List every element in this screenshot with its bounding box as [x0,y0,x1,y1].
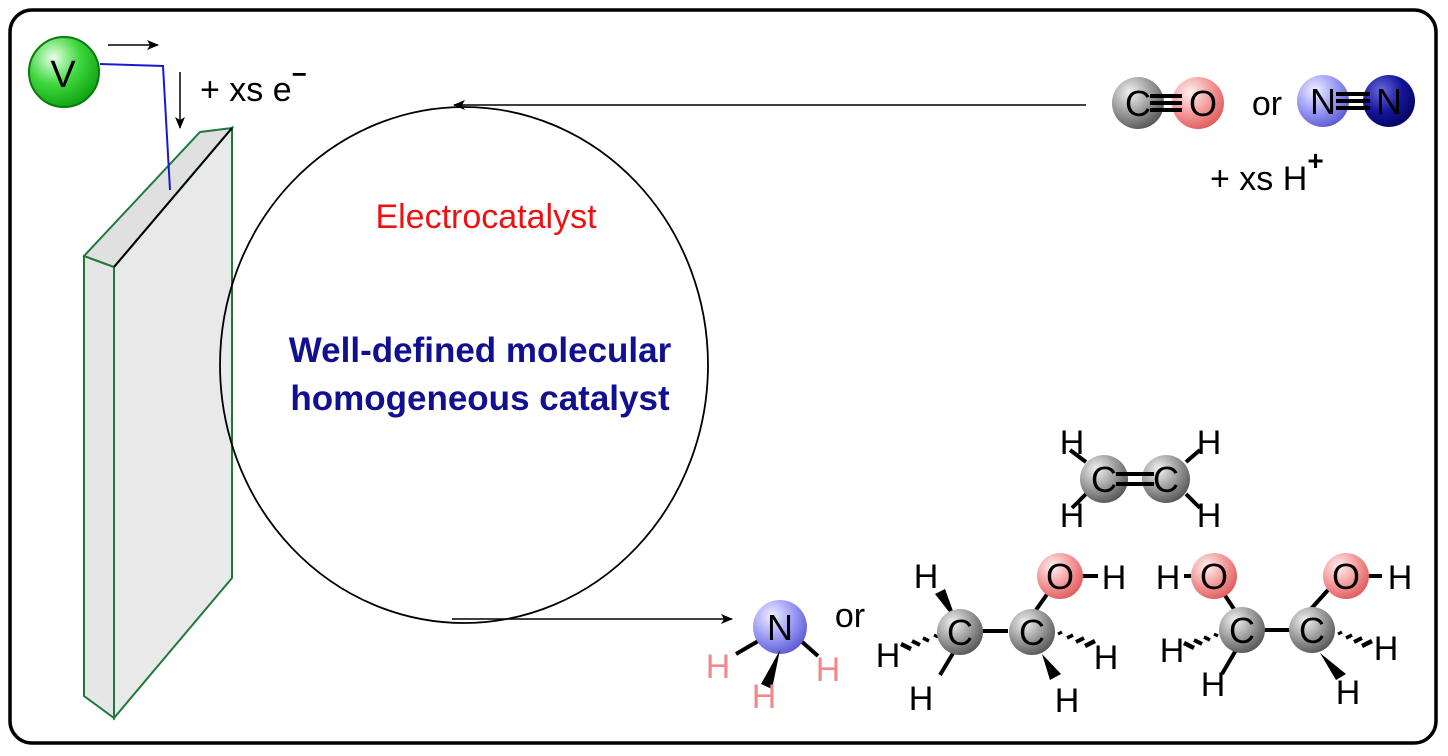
svg-text:H: H [1197,497,1222,535]
svg-text:H: H [1156,559,1181,597]
ethanol-carbon-atom-2 [1009,609,1055,655]
glycol-carbon-atom-2 [1289,607,1335,653]
n2-nitrogen-atom-dark [1363,75,1415,127]
voltmeter: V [28,36,100,108]
svg-text:H: H [1197,424,1222,462]
svg-text:N: N [1376,81,1402,122]
svg-text:N: N [1310,81,1336,122]
ammonia-nitrogen-atom [753,600,807,654]
ethanol-carbon-atom-1 [937,609,983,655]
catalyst-description-line-1: Well-defined molecular [289,331,672,370]
electrode [82,125,235,721]
electron-label: + xs e− [200,59,307,109]
ethylene-molecule: C C H H H H [1060,424,1222,535]
svg-text:H: H [752,678,777,716]
svg-text:C: C [1125,83,1151,124]
glycol-carbon-atom-1 [1219,607,1265,653]
svg-text:H: H [1336,674,1361,712]
catalyst-title: Electrocatalyst [375,198,597,236]
svg-text:H: H [816,651,841,689]
svg-text:H: H [1094,639,1119,677]
ammonia-molecule: N H H H [706,600,841,716]
voltmeter-label: V [50,54,76,96]
co-oxygen-atom [1172,77,1224,129]
svg-text:O: O [1200,556,1228,597]
svg-text:C: C [1019,612,1045,653]
co-carbon-atom [1112,77,1164,129]
carbon-monoxide-molecule: C O [1112,77,1224,129]
svg-text:C: C [1091,459,1117,500]
ethanol-molecule: C C O H H H H H H [876,553,1127,720]
svg-text:H: H [1102,559,1127,597]
svg-text:H: H [1201,666,1226,704]
svg-text:H: H [1374,630,1399,668]
svg-text:N: N [767,607,793,648]
svg-text:H: H [1060,424,1085,462]
or-text-products: or [835,597,865,635]
outer-frame [8,8,1438,745]
dinitrogen-molecule: N N [1297,75,1415,127]
svg-text:H: H [1060,497,1085,535]
svg-text:H: H [876,637,901,675]
svg-text:H: H [1160,632,1185,670]
svg-text:H: H [914,558,939,596]
svg-text:C: C [947,612,973,653]
svg-text:O: O [1332,556,1360,597]
glycol-oxygen-atom-2 [1323,553,1369,599]
ethylene-carbon-atom-2 [1142,455,1190,503]
svg-text:H: H [706,648,731,686]
svg-text:H: H [1388,559,1413,597]
catalyst-description-line-2: homogeneous catalyst [290,379,670,418]
wire [99,63,171,191]
or-text-reactants: or [1252,85,1282,123]
proton-label: + xs H+ [1210,145,1324,198]
svg-text:C: C [1299,610,1325,651]
svg-text:H: H [909,680,934,718]
ethylene-glycol-molecule: O O C C H H H H H H [1156,553,1413,712]
ethanol-oxygen-atom [1037,553,1083,599]
ethylene-carbon-atom-1 [1080,455,1128,503]
svg-text:C: C [1153,459,1179,500]
svg-text:H: H [1055,682,1080,720]
svg-text:O: O [1189,83,1217,124]
n2-nitrogen-atom-light [1297,75,1349,127]
svg-text:C: C [1229,610,1255,651]
glycol-oxygen-atom-1 [1191,553,1237,599]
svg-text:O: O [1046,556,1074,597]
